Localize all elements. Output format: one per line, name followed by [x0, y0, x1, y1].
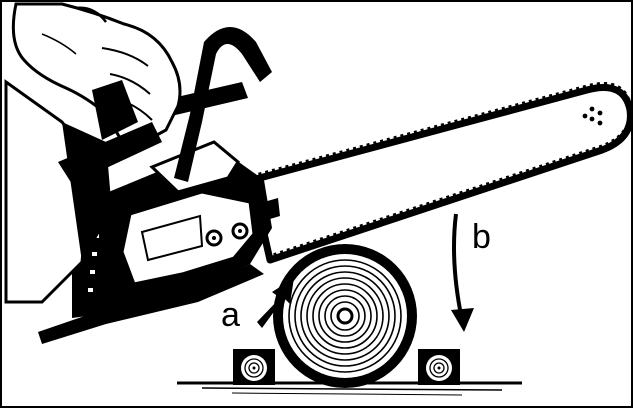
log: [273, 244, 417, 388]
support-block-left: [233, 349, 275, 385]
label-b: b: [472, 220, 491, 254]
support-block-right: [418, 349, 460, 385]
guide-bar: [252, 85, 630, 261]
label-a: a: [221, 298, 240, 332]
arrow-b: [451, 214, 474, 332]
